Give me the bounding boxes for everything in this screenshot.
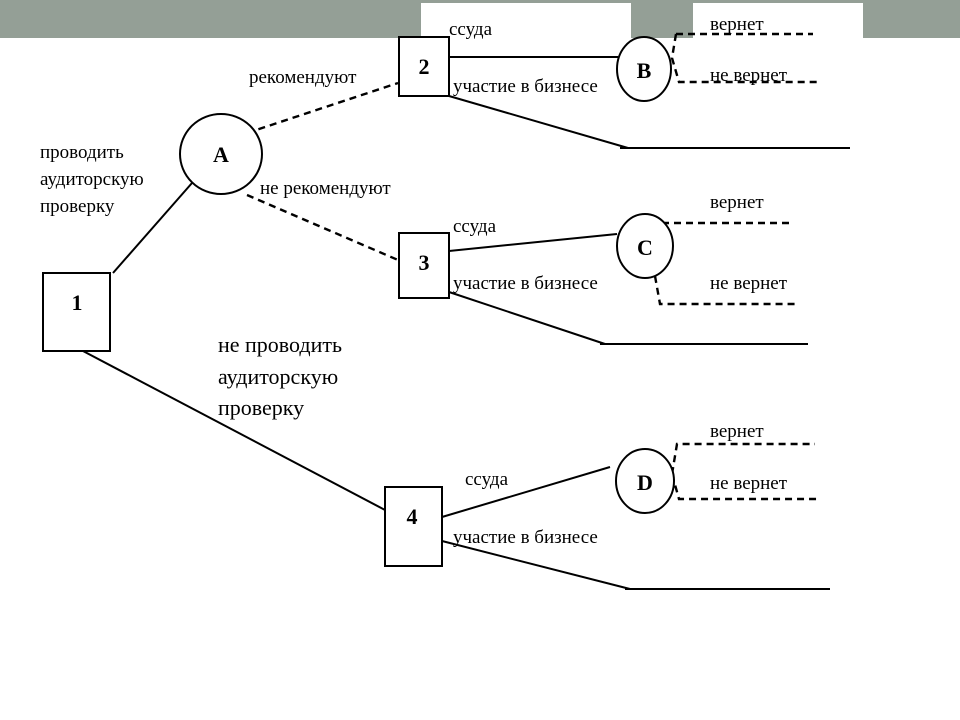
- label-backdrop: [421, 3, 631, 43]
- edge-D-not-repay: [670, 473, 818, 501]
- edge-4-business: [441, 540, 631, 590]
- chance-node-B: [616, 36, 672, 102]
- node-label-D: D: [637, 470, 653, 495]
- audit-label-line1: проводить: [40, 142, 124, 163]
- edge-4-D: [441, 466, 611, 518]
- decision-node-3: [398, 232, 450, 299]
- not-repay-label-D: не вернет: [710, 473, 788, 494]
- edge-A-2: [246, 81, 399, 135]
- no-audit-label-line1: не проводить: [218, 332, 342, 357]
- recommend-label: рекомендуют: [249, 67, 357, 88]
- loan-label-2: ссуда: [449, 19, 493, 40]
- chance-node-A: [179, 113, 263, 195]
- node-label-C: C: [637, 235, 653, 260]
- no-audit-label-line3: проверку: [218, 395, 304, 420]
- audit-label-line2: аудиторскую: [40, 169, 144, 190]
- loan-label-3: ссуда: [453, 216, 497, 237]
- not-recommend-label: не рекомендуют: [260, 178, 391, 199]
- edge-C-not-repay: [653, 275, 795, 306]
- edge-1-A: [112, 182, 193, 274]
- label-backdrop: [693, 3, 863, 43]
- decision-node-4: [384, 486, 443, 567]
- node-label-2: 2: [419, 54, 430, 79]
- audit-label-line3: проверку: [40, 196, 115, 217]
- edge-A-3: [246, 193, 399, 262]
- repay-label-D: вернет: [710, 421, 764, 442]
- decision-node-1: [42, 272, 111, 352]
- chance-node-C: [616, 213, 674, 279]
- node-label-3: 3: [419, 250, 430, 275]
- edge-3-business: [448, 291, 606, 345]
- repay-label-B: вернет: [710, 14, 764, 35]
- loan-label-4: ссуда: [465, 469, 509, 490]
- edge-2-business: [448, 95, 629, 149]
- repay-label-C: вернет: [710, 192, 764, 213]
- chance-node-D: [615, 448, 675, 514]
- not-repay-label-B: не вернет: [710, 65, 788, 86]
- business-label-4: участие в бизнесе: [453, 527, 598, 548]
- node-label-1: 1: [72, 290, 83, 315]
- edge-1-4: [82, 350, 386, 511]
- not-repay-label-C: не вернет: [710, 273, 788, 294]
- business-label-3: участие в бизнесе: [453, 273, 598, 294]
- no-audit-label-line2: аудиторскую: [218, 364, 338, 389]
- edge-B-not-repay: [670, 33, 818, 84]
- edge-D-repay: [670, 442, 815, 475]
- node-label-4: 4: [407, 504, 418, 529]
- node-label-B: B: [637, 58, 652, 83]
- edge-3-C: [448, 233, 618, 252]
- node-label-A: A: [213, 142, 229, 167]
- business-label-2: участие в бизнесе: [453, 76, 598, 97]
- decision-node-2: [398, 36, 450, 97]
